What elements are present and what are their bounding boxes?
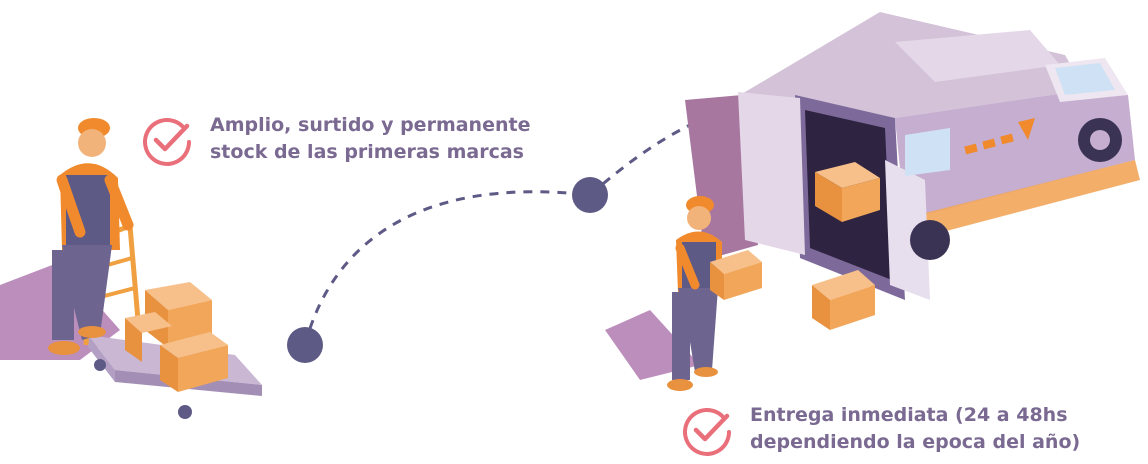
feature-stock-line-1: Amplio, surtido y permanente xyxy=(210,114,531,136)
path-node-middle xyxy=(572,177,608,213)
feature-stock: Amplio, surtido y permanente stock de la… xyxy=(138,112,530,170)
delivery-van xyxy=(685,12,1140,330)
check-circle-icon xyxy=(683,407,731,456)
worker-with-cart xyxy=(0,118,262,419)
feature-delivery-line-1: Entrega inmediata (24 a 48hs xyxy=(750,404,1068,426)
check-circle-icon xyxy=(143,117,191,166)
feature-delivery-text: Entrega inmediata (24 a 48hs dependiendo… xyxy=(750,402,1080,456)
feature-delivery: Entrega inmediata (24 a 48hs dependiendo… xyxy=(678,402,1080,460)
feature-stock-line-2: stock de las primeras marcas xyxy=(210,141,524,163)
dotted-path xyxy=(287,123,691,363)
feature-stock-text: Amplio, surtido y permanente stock de la… xyxy=(210,112,530,166)
worker-with-box xyxy=(605,196,762,391)
feature-delivery-line-2: dependiendo la epoca del año) xyxy=(750,431,1081,453)
path-node-left xyxy=(287,327,323,363)
